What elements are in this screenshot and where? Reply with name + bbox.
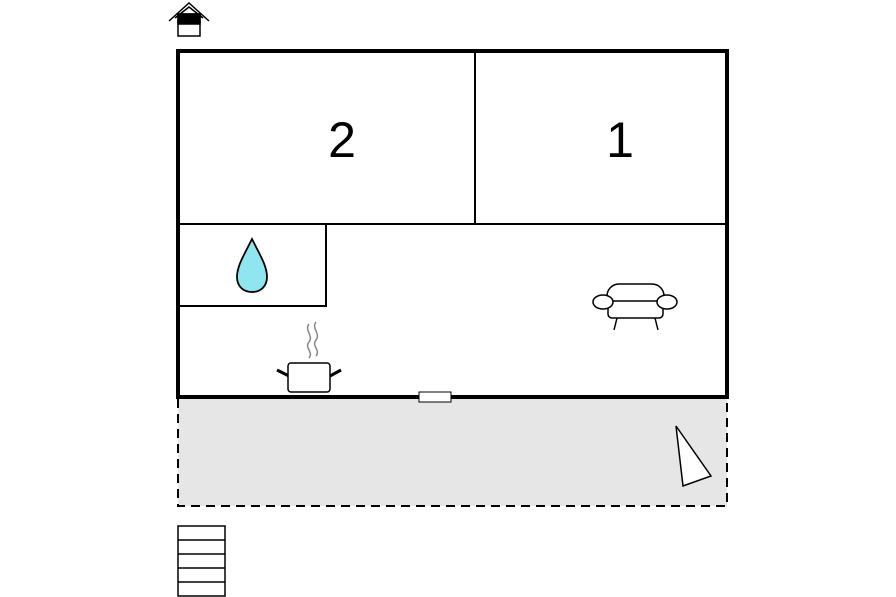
living-room-sofa-icon	[592, 283, 678, 331]
interior-walls	[178, 51, 727, 307]
bathroom-water-drop-icon	[236, 236, 268, 293]
room-label-2: 2	[328, 112, 356, 168]
entrance-house-icon	[168, 1, 210, 37]
stairs-icon	[177, 525, 226, 597]
terrace-sun-umbrella-icon	[675, 425, 713, 488]
front-door	[418, 391, 452, 403]
room-label-1: 1	[606, 112, 634, 168]
kitchen-pot-icon	[276, 321, 342, 393]
terrace	[177, 396, 728, 507]
